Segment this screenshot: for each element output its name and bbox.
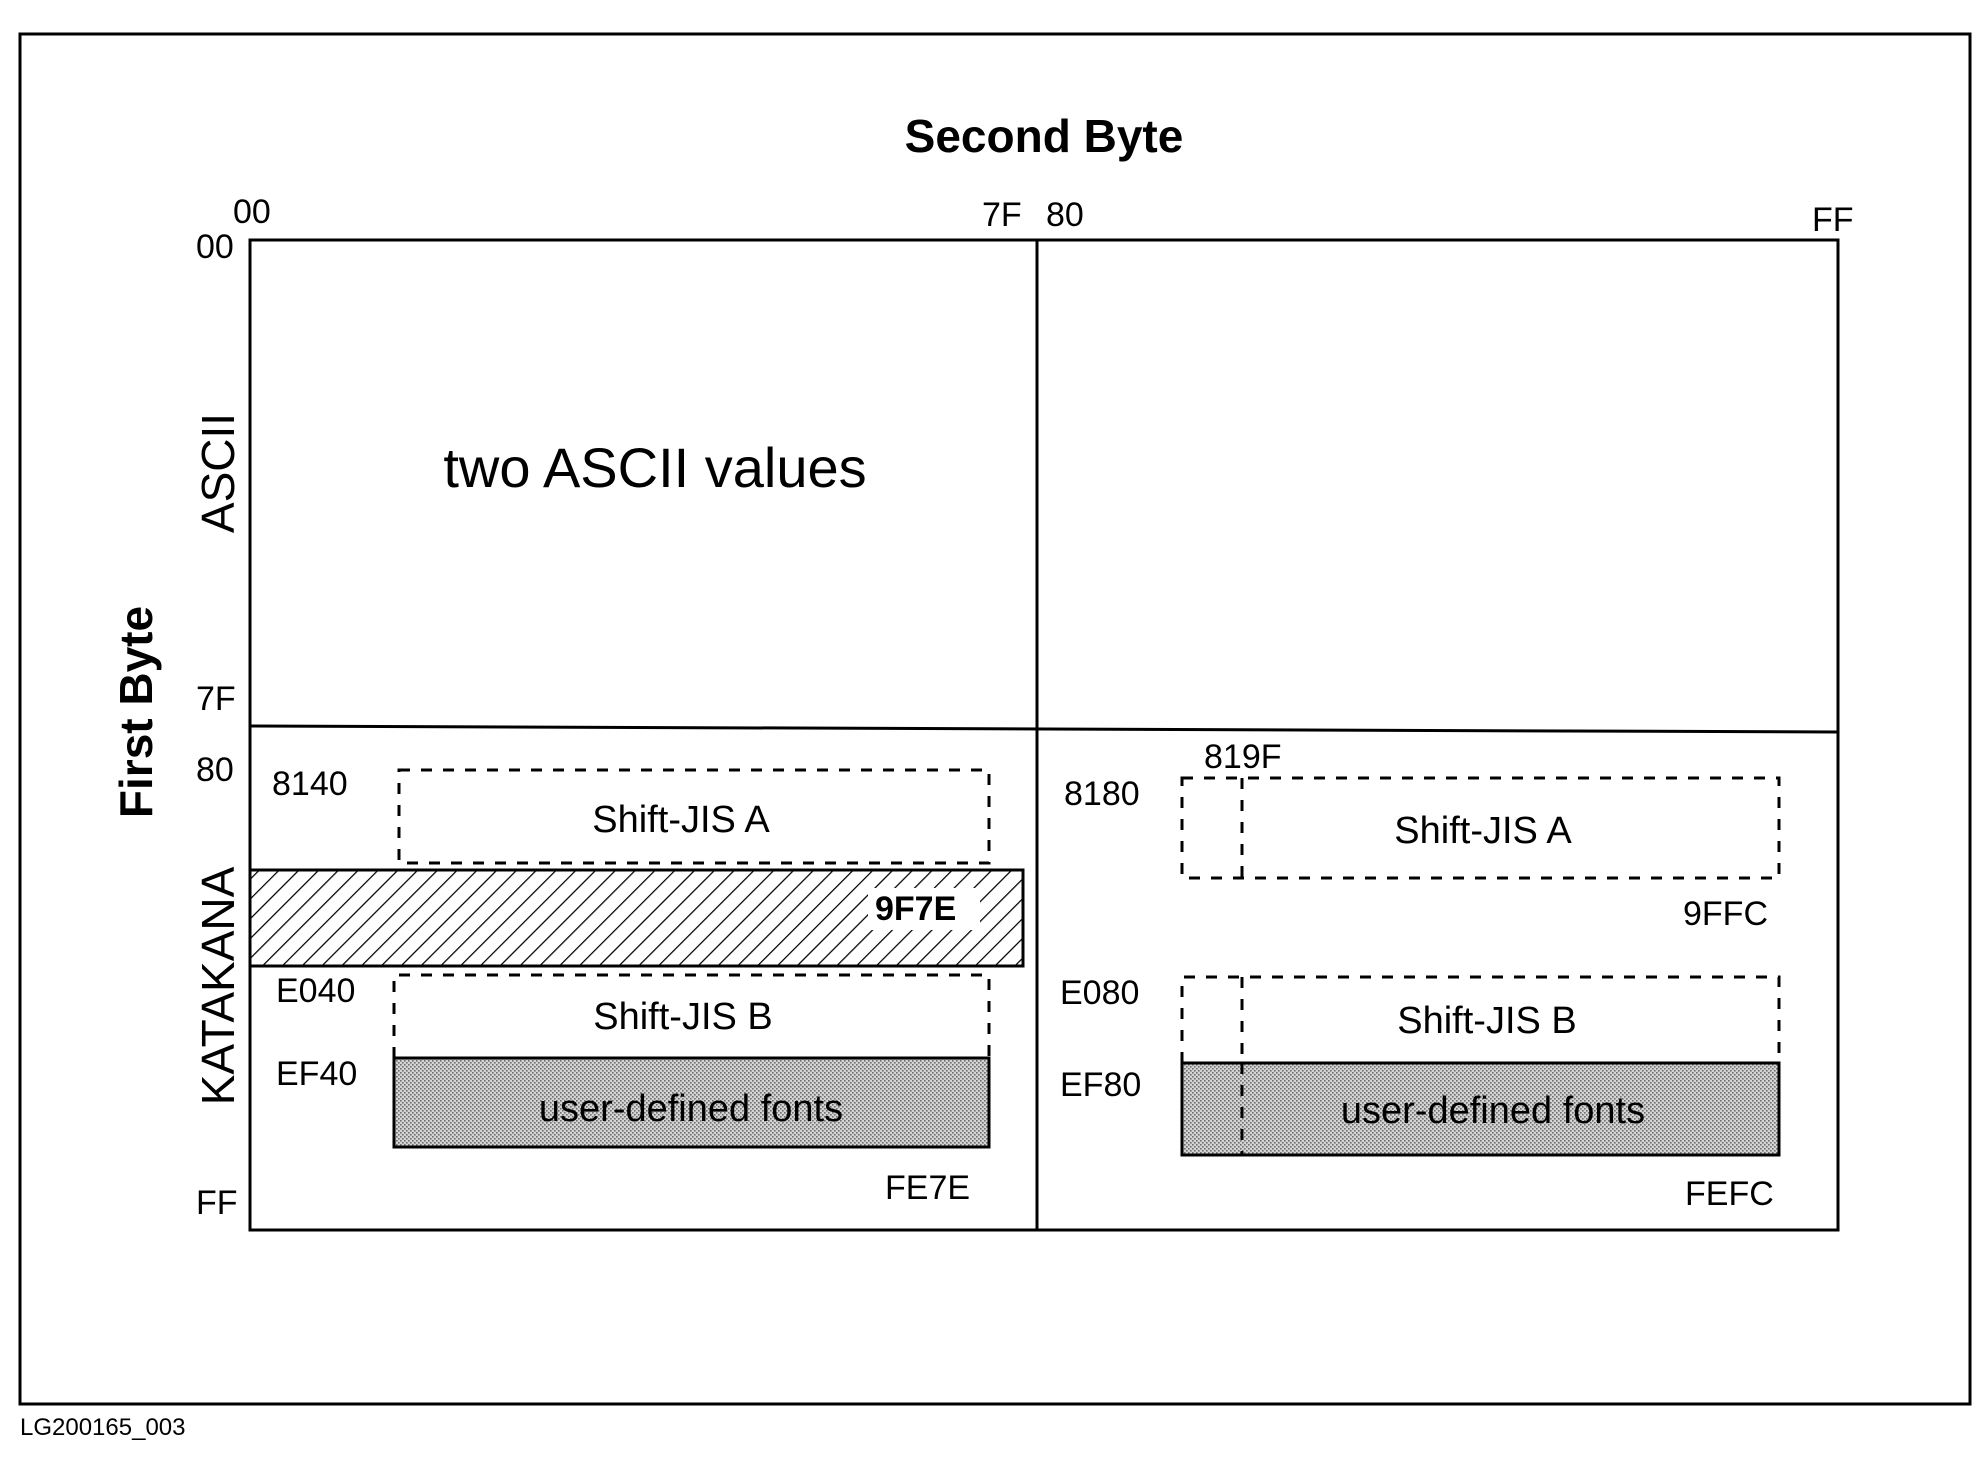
right-udf-label: user-defined fonts: [1341, 1090, 1645, 1132]
left-sjis-a-region: [397, 768, 991, 865]
diagram-title: Second Byte: [905, 110, 1184, 162]
left-udf-start: EF40: [276, 1055, 357, 1093]
left-sjis-b-start: E040: [276, 972, 355, 1010]
left-sjis-b-label: Shift-JIS B: [593, 996, 773, 1038]
left-sjis-a-end-bg: [868, 888, 980, 930]
outer-frame: [18, 32, 1972, 1406]
figure-id: LG200165_003: [20, 1414, 186, 1441]
tick-second-FF: FF: [1812, 201, 1854, 239]
tick-second-7F: 7F: [982, 196, 1022, 234]
left-sjis-b-region: [392, 973, 991, 1058]
left-sjis-a-start: 8140: [272, 765, 348, 803]
right-sjis-a-outer-region: [1180, 776, 1781, 880]
right-sjis-a-end: 9FFC: [1683, 895, 1768, 933]
tick-first-00: 00: [196, 228, 234, 266]
right-sjis-b-start: E080: [1060, 974, 1139, 1012]
left-udf-label: user-defined fonts: [539, 1088, 843, 1130]
left-udf-region: [392, 1056, 991, 1149]
left-sjis-a-label: Shift-JIS A: [592, 799, 770, 841]
row-label-katakana: KATAKANA: [192, 866, 244, 1105]
main-grid-frame: [248, 238, 1840, 1232]
tick-first-80: 80: [196, 751, 234, 789]
right-sjis-a-start: 8180: [1064, 775, 1140, 813]
left-sjis-a-end: 9F7E: [875, 890, 956, 928]
right-udf-end: FEFC: [1685, 1175, 1774, 1213]
right-sjis-b-region: [1180, 975, 1781, 1063]
right-sjis-a-label: Shift-JIS A: [1394, 810, 1572, 852]
tick-first-FF: FF: [196, 1184, 238, 1222]
right-udf-start: EF80: [1060, 1066, 1141, 1104]
ascii-region-text: two ASCII values: [443, 436, 866, 499]
right-sjis-b-label: Shift-JIS B: [1397, 1000, 1577, 1042]
grid-horizontal-divider: [249, 724, 1839, 734]
right-sjis-a-sub-start: 819F: [1204, 738, 1282, 776]
right-udf-region: [1180, 1061, 1781, 1157]
row-label-ascii: ASCII: [192, 413, 244, 533]
tick-second-80: 80: [1046, 196, 1084, 234]
y-axis-label: First Byte: [110, 606, 162, 818]
tick-second-00: 00: [233, 193, 271, 231]
left-udf-end: FE7E: [885, 1169, 970, 1207]
tick-first-7F: 7F: [196, 680, 236, 718]
